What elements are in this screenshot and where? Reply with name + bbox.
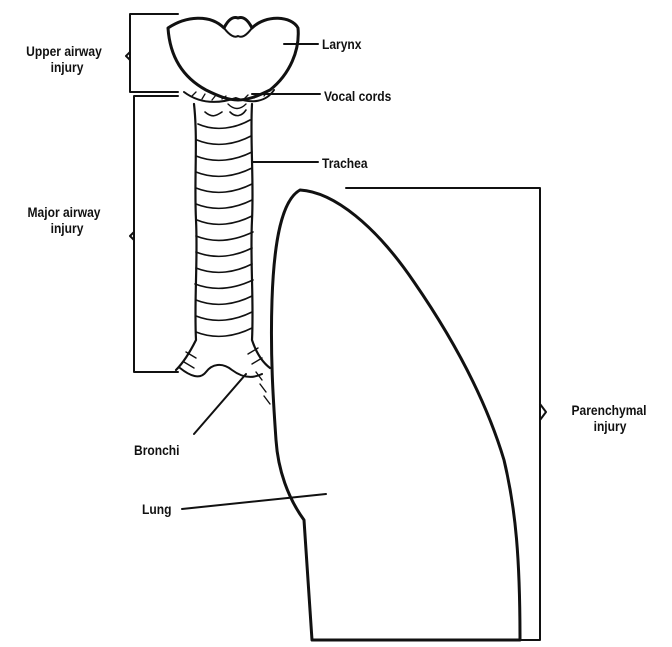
- label-lung: Lung: [142, 501, 171, 517]
- label-upper-airway-line1: Upper airway: [11, 43, 118, 59]
- brackets: [126, 14, 546, 640]
- larynx-notch: [224, 28, 252, 37]
- label-upper-airway-line2: injury: [20, 59, 115, 75]
- label-bronchi: Bronchi: [134, 442, 179, 458]
- trachea-left-wall: [176, 104, 197, 370]
- larynx-shape: [168, 17, 298, 100]
- bronchi-leader: [194, 374, 246, 434]
- label-vocal-cords: Vocal cords: [324, 88, 391, 104]
- trachea-right-wall: [251, 104, 270, 368]
- label-major-airway-line2: injury: [20, 220, 115, 236]
- label-trachea: Trachea: [322, 155, 368, 171]
- label-major-airway-line1: Major airway: [11, 204, 118, 220]
- label-parenchymal-line1: Parenchymal: [558, 402, 659, 418]
- trachea-rings: [195, 110, 253, 336]
- leader-lines: [182, 44, 326, 509]
- lung-leader: [182, 494, 326, 509]
- label-larynx: Larynx: [322, 36, 361, 52]
- label-parenchymal-line2: injury: [567, 418, 653, 434]
- lung-shape: [271, 190, 520, 640]
